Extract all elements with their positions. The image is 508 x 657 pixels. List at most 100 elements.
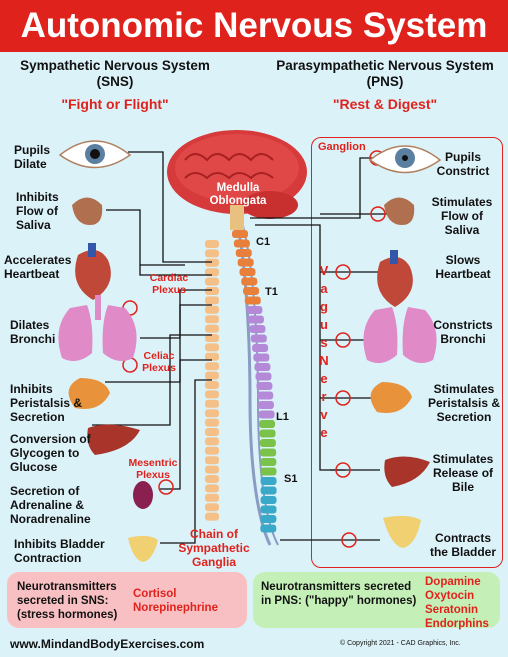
pns-effect-bronchi: Constricts Bronchi [433, 318, 493, 346]
pns-lungs-icon [363, 307, 437, 364]
chain-ganglion [205, 465, 219, 474]
pns-heading-line1: Parasympathetic Nervous System [276, 58, 494, 73]
sympathetic-chain [205, 240, 219, 521]
sns-effect-pupils: Pupils Dilate [14, 143, 51, 171]
sns-heading-line2: (SNS) [96, 74, 134, 89]
pns-bladder-icon [383, 515, 421, 548]
vertebra [247, 315, 264, 324]
copyright-text: © Copyright 2021 - CAD Graphics, Inc. [340, 640, 461, 647]
vertebra [249, 325, 266, 333]
spine-label-l1: L1 [276, 411, 289, 423]
chain-ganglion [205, 381, 219, 389]
vertebra [256, 382, 273, 390]
chain-ganglion [205, 334, 219, 342]
sns-lungs-icon [58, 295, 137, 362]
sns-bladder-icon [128, 535, 158, 562]
chain-ganglion [205, 390, 219, 399]
sns-eye-icon [58, 140, 132, 169]
vertebra [260, 496, 277, 504]
vertebra [260, 505, 277, 514]
pns-salivary-gland-icon [384, 197, 415, 225]
sns-stomach-icon [68, 378, 110, 409]
pns-nt-values: Dopamine Oxytocin Seratonin Endorphins [425, 575, 489, 631]
pns-neurotransmitter-box: Neurotransmitters secreted in PNS: ("hap… [253, 572, 500, 631]
vertebrae [232, 230, 277, 533]
chain-ganglion [205, 418, 219, 427]
chain-ganglion [205, 277, 219, 286]
chain-ganglion [205, 456, 219, 465]
mesentric-plexus-label: Mesentric Plexus [128, 457, 178, 481]
vertebra [237, 258, 254, 267]
chain-ganglion [205, 512, 219, 521]
ganglion-label: Ganglion [318, 141, 366, 153]
sympathetic-chain-label: Chain of Sympathetic Ganglia [178, 527, 250, 569]
chain-ganglion [205, 399, 219, 408]
chain-ganglion [205, 428, 219, 436]
sns-heading: Sympathetic Nervous System (SNS) [5, 58, 225, 90]
sns-effect-adrenaline: Secretion of Adrenaline & Noradrenaline [10, 484, 91, 526]
vertebra [260, 458, 277, 466]
pns-effect-bladder: Contracts the Bladder [429, 531, 496, 559]
pns-effect-pupils: Pupils Constrict [436, 150, 490, 178]
chain-ganglion [205, 475, 219, 483]
pns-stomach-icon [370, 382, 412, 413]
chain-ganglion [205, 493, 219, 502]
spine-label-s1: S1 [284, 473, 298, 485]
pns-effect-saliva: Stimulates Flow of Saliva [431, 195, 493, 237]
chain-ganglion [205, 268, 219, 277]
sns-liver-icon [87, 424, 140, 455]
pns-heading-line2: (PNS) [366, 74, 404, 89]
chain-ganglion [205, 287, 219, 295]
vertebra [241, 277, 258, 286]
vertebra [255, 372, 272, 381]
chain-ganglion [205, 249, 219, 258]
chain-ganglion [205, 409, 219, 418]
vertebra [260, 515, 277, 523]
vertebra [233, 239, 250, 248]
vertebra [259, 420, 276, 428]
vertebra [257, 391, 274, 400]
pns-effect-bile: Stimulates Release of Bile [432, 452, 494, 494]
vertebra [260, 524, 277, 533]
vertebra [260, 467, 277, 476]
chain-ganglion [205, 503, 219, 512]
sns-effect-bladder: Inhibits Bladder Contraction [14, 537, 105, 565]
vertebra [260, 448, 277, 457]
brain-icon [167, 130, 307, 230]
page-title: Autonomic Nervous System [0, 0, 508, 52]
sns-nt-value: Norepinephrine [133, 602, 218, 614]
sns-adrenal-gland-icon [133, 481, 153, 509]
sns-effect-heartbeat: Accelerates Heartbeat [4, 253, 72, 281]
chain-ganglion [205, 296, 219, 305]
sns-motto: "Fight or Flight" [61, 96, 169, 112]
pns-region-box [311, 137, 503, 568]
vertebra [239, 268, 256, 276]
chain-ganglion [205, 446, 219, 455]
sns-nerve-lines [92, 151, 212, 544]
chain-ganglion [205, 343, 219, 352]
chain-ganglion [205, 315, 219, 324]
vertebra [260, 486, 277, 495]
sns-neurotransmitter-box: Neurotransmitters secreted in SNS: (stre… [7, 572, 247, 628]
pns-heart-icon [377, 250, 413, 307]
chain-ganglion [205, 437, 219, 446]
pns-heading: Parasympathetic Nervous System (PNS) [262, 58, 508, 90]
vertebra [246, 306, 263, 314]
pns-liver-icon [384, 456, 430, 487]
sns-nt-values: Cortisol Norepinephrine [133, 587, 218, 615]
pns-eye-icon [368, 145, 442, 174]
sns-heading-line1: Sympathetic Nervous System [20, 58, 210, 73]
chain-ganglion [205, 305, 219, 314]
sns-effect-bronchi: Dilates Bronchi [10, 318, 56, 346]
vertebra [244, 296, 261, 305]
vertebra [253, 353, 270, 362]
sns-effect-peristalsis: Inhibits Peristalsis & Secretion [10, 382, 83, 424]
pns-effect-heartbeat: Slows Heartbeat [435, 253, 491, 281]
medulla-oblongata-label: Medulla Oblongata [209, 182, 267, 207]
vertebra [259, 439, 276, 447]
footer-website-link[interactable]: www.MindandBodyExercises.com [10, 637, 205, 651]
sns-salivary-gland-icon [72, 197, 103, 225]
vertebra [259, 429, 276, 438]
pns-nt-value: Dopamine [425, 576, 481, 588]
vagus-nerve-label: Vagus Nerve [319, 263, 329, 440]
